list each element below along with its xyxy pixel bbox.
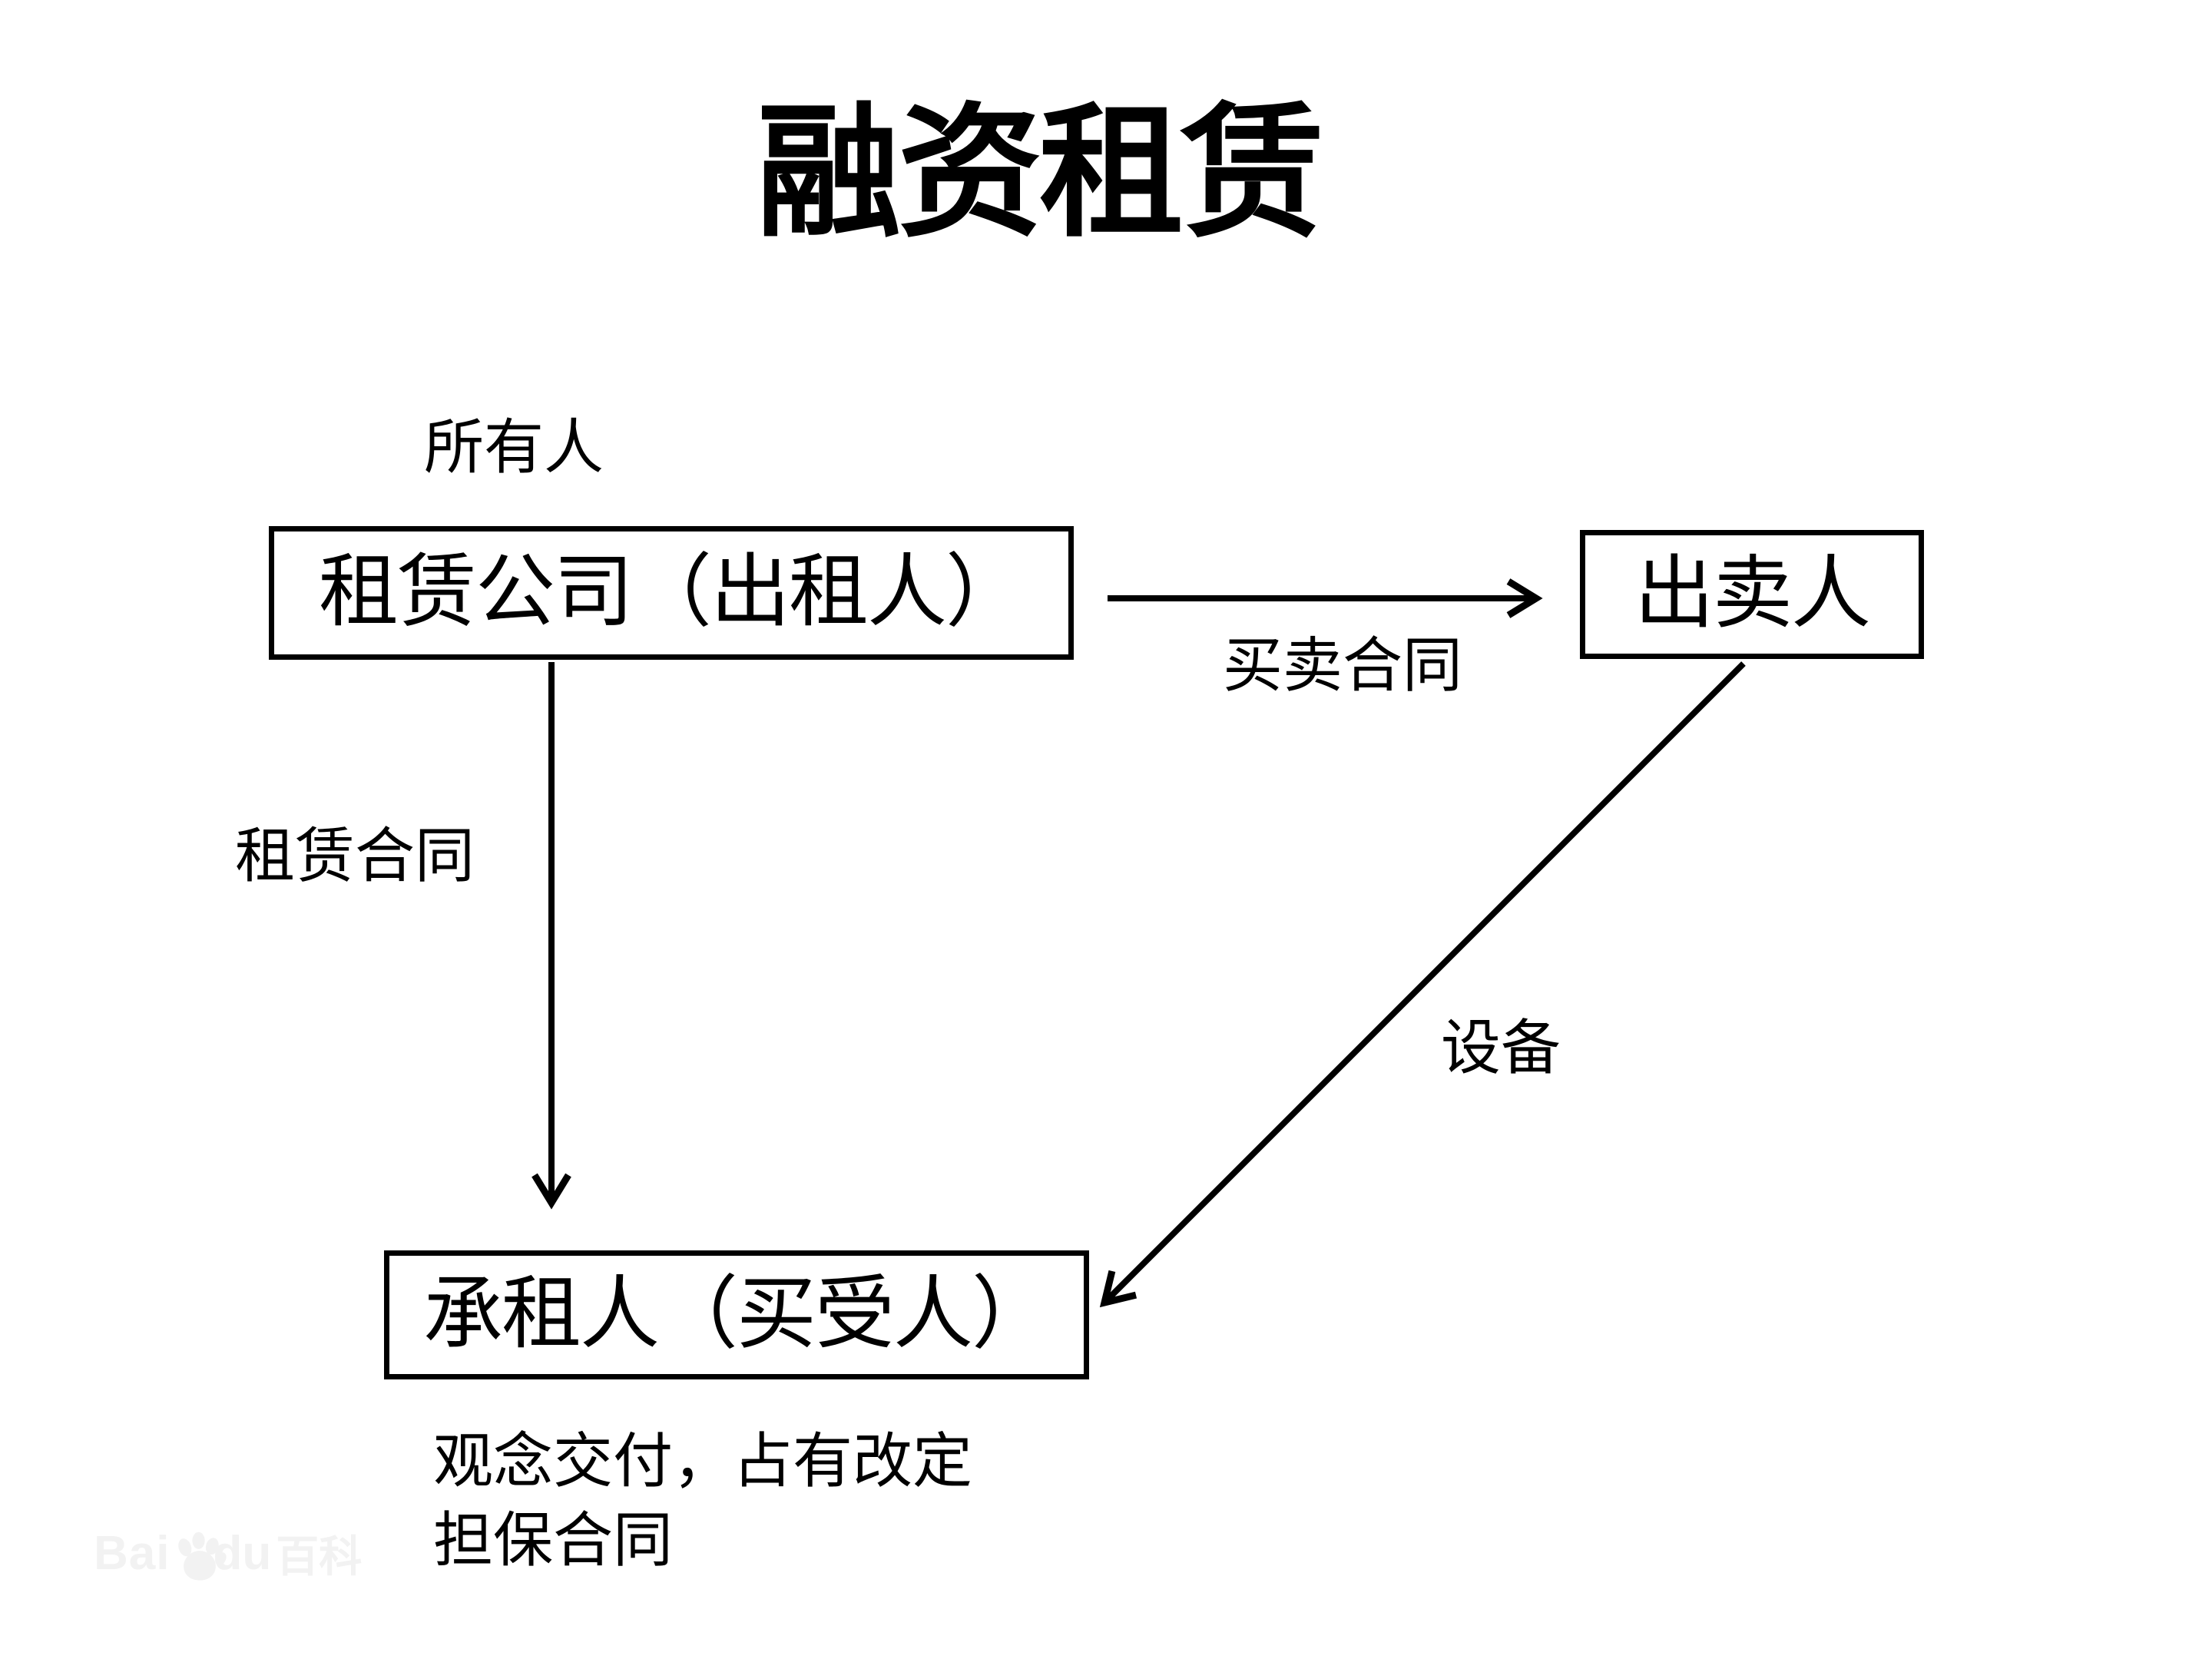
owner-annotation: 所有人	[424, 414, 604, 481]
lessee-box: 承租人（买受人）	[384, 1250, 1089, 1379]
delivery-note: 观念交付，占有改定	[433, 1428, 973, 1495]
watermark-product: 百科	[276, 1532, 363, 1581]
guarantee-note: 担保合同	[433, 1506, 674, 1574]
lessor-box: 租赁公司（出租人）	[269, 526, 1074, 660]
watermark-prefix: Bai	[94, 1527, 171, 1580]
baidu-paw-icon	[178, 1532, 227, 1581]
seller-box: 出卖人	[1580, 530, 1924, 659]
lease-contract-label: 租赁合同	[235, 823, 475, 889]
lessee-notes: 观念交付，占有改定 担保合同	[433, 1422, 972, 1581]
seller-label: 出卖人	[1634, 550, 1871, 638]
baidu-watermark: Bai du 百科	[94, 1522, 362, 1584]
page-title: 融资租赁	[757, 94, 1325, 254]
equipment-arrow	[1099, 661, 1746, 1308]
sales-contract-label: 买卖合同	[1223, 632, 1463, 699]
equipment-label: 设备	[1441, 1015, 1561, 1081]
lessor-label: 租赁公司（出租人）	[318, 548, 1025, 637]
lessee-label: 承租人（买受人）	[422, 1270, 1051, 1359]
watermark-suffix: du	[213, 1527, 272, 1580]
